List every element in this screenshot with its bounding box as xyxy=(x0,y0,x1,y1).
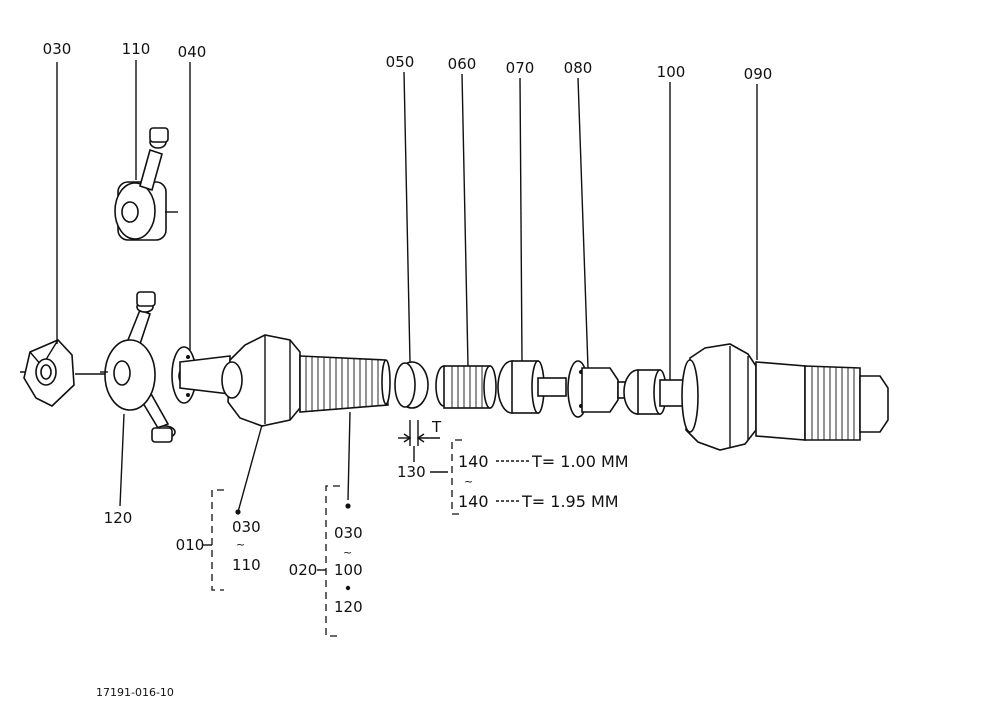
shim-last-thickness: T= 1.95 MM xyxy=(521,492,619,511)
part-090-retaining-nut xyxy=(681,343,889,451)
group-020-extra: 120 xyxy=(334,598,363,616)
shim-first-thickness: T= 1.00 MM xyxy=(531,452,629,471)
shim-thickness-dimension xyxy=(398,420,440,462)
group-010-to: 110 xyxy=(232,556,261,574)
leader-120 xyxy=(119,413,125,507)
part-010-nozzle-holder xyxy=(221,334,391,427)
callout-040: 040 xyxy=(178,43,207,61)
shim-130-ref: 130 xyxy=(397,463,426,481)
shim-gap-label: T xyxy=(431,418,442,436)
group-020-to: 100 xyxy=(334,561,363,579)
callout-100: 100 xyxy=(657,63,686,81)
part-030-nut xyxy=(23,339,75,407)
group-020-bracket xyxy=(317,485,351,637)
part-110-banjo xyxy=(114,127,178,241)
group-010-id: 010 xyxy=(176,536,205,554)
callout-060: 060 xyxy=(448,55,477,73)
leader-070 xyxy=(519,77,523,362)
callout-050: 050 xyxy=(386,53,415,71)
part-060-spring xyxy=(435,365,497,409)
callout-110: 110 xyxy=(122,40,151,58)
callout-030: 030 xyxy=(43,40,72,58)
part-120-banjo-fitting xyxy=(100,291,176,443)
leader-080 xyxy=(577,77,589,369)
part-050-shim xyxy=(394,361,429,409)
shim-140-bracket xyxy=(451,439,530,515)
group-010-bracket xyxy=(203,489,241,591)
part-080-intermediate-plate xyxy=(567,360,631,418)
group-010-sep: ~ xyxy=(236,538,245,551)
part-040-washer xyxy=(171,346,231,404)
shim-sep: ~ xyxy=(464,475,473,488)
group-010-from: 030 xyxy=(232,518,261,536)
callout-120: 120 xyxy=(104,509,133,527)
callout-090: 090 xyxy=(744,65,773,83)
group-020-id: 020 xyxy=(289,561,318,579)
callout-080: 080 xyxy=(564,59,593,77)
drawing-number: 17191-016-10 xyxy=(96,686,174,699)
callout-070: 070 xyxy=(506,59,535,77)
group-020-sep: ~ xyxy=(343,546,352,559)
shim-first-ref: 140 xyxy=(458,452,489,471)
leader-020 xyxy=(347,411,351,501)
leader-060 xyxy=(461,73,469,367)
leader-050 xyxy=(403,71,411,363)
leader-010 xyxy=(237,424,263,513)
part-070-pressure-pin xyxy=(497,360,567,414)
shim-last-ref: 140 xyxy=(458,492,489,511)
group-020-from: 030 xyxy=(334,524,363,542)
